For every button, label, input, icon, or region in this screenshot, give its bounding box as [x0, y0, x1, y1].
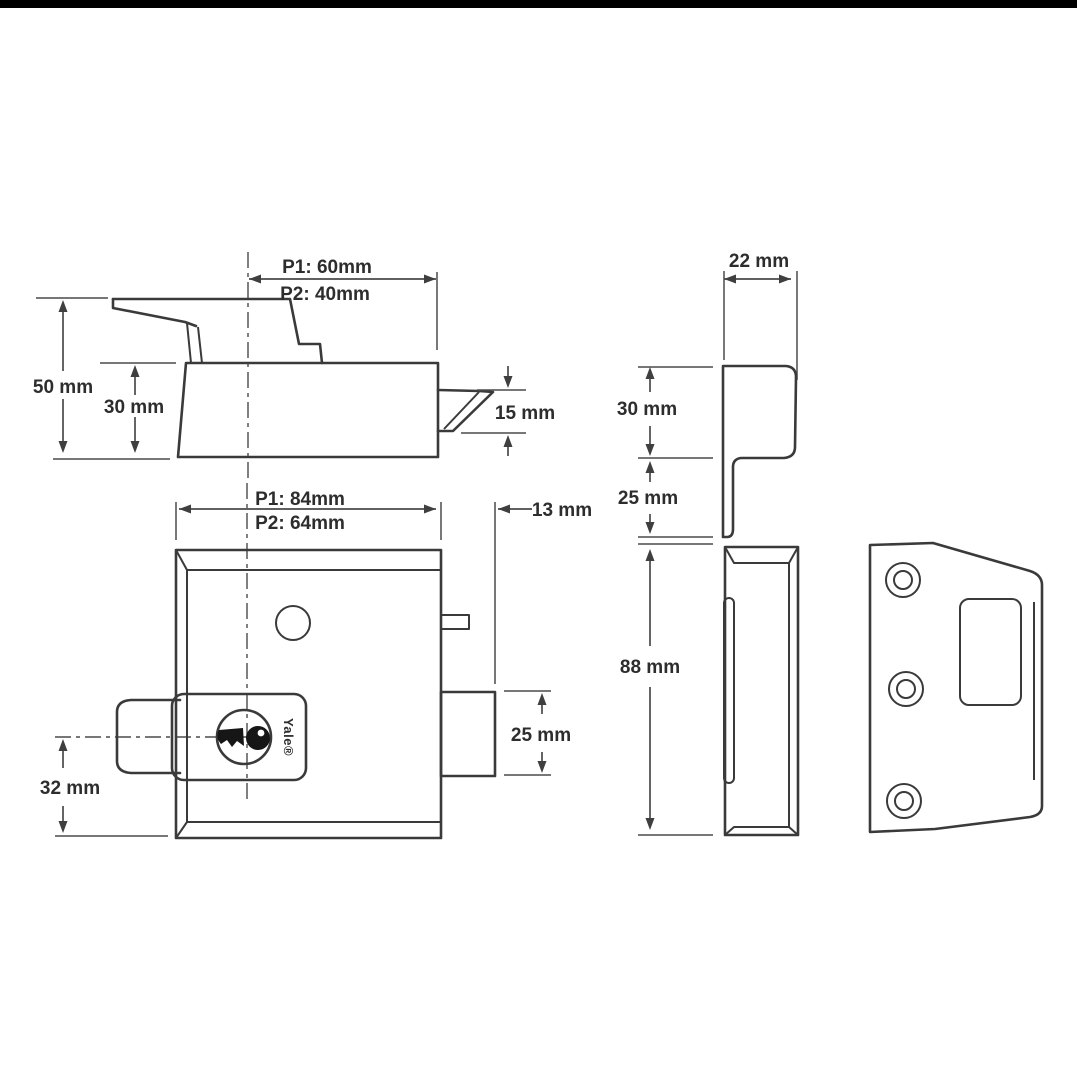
label-depth: 22 mm	[729, 251, 789, 272]
label-overall-height: 50 mm	[33, 377, 93, 398]
arrowhead-down	[503, 376, 513, 388]
yale-logo-text: Yale®	[281, 718, 296, 756]
arrowhead-down	[58, 441, 68, 453]
front-view: Yale® P1: 84mm P2: 64mm 13 mm 25 mm 32 m…	[40, 483, 592, 840]
cylinder-face	[215, 708, 273, 766]
front-case-bevel-bottom	[175, 821, 441, 839]
screw-hole-inner	[896, 679, 916, 699]
arrowhead-right	[779, 274, 791, 284]
arrowhead-left	[498, 504, 510, 514]
arrowhead-down	[130, 441, 140, 453]
top-view-housing-outline	[111, 297, 324, 365]
case-side-tab	[440, 614, 470, 630]
spindle-hole	[275, 605, 311, 641]
arrowhead-up	[537, 693, 547, 705]
label-door-edge-offset: 13 mm	[532, 500, 592, 521]
latch-tongue-outline	[436, 388, 495, 433]
strike-plate-view	[868, 541, 1044, 834]
screw-hole-outer	[886, 783, 922, 819]
side-view: 22 mm 30 mm 25 mm 88 mm	[617, 251, 800, 837]
arrowhead-right	[424, 504, 436, 514]
side-bracket-profile	[721, 364, 798, 539]
lever-arm-underside	[111, 297, 198, 328]
cylinder-rim-plate	[170, 692, 308, 782]
screw-hole-inner	[893, 570, 913, 590]
side-case-bevel-top	[724, 546, 799, 564]
screw-hole-outer	[888, 671, 924, 707]
label-width-p1: P1: 84mm	[255, 489, 345, 510]
arrowhead-up	[58, 300, 68, 312]
label-mid-section: 25 mm	[618, 488, 678, 509]
latch-bolt	[439, 690, 497, 778]
screw-hole	[885, 562, 921, 598]
label-top-section: 30 mm	[617, 399, 677, 420]
top-letterbox-bar	[0, 0, 1077, 8]
key-silhouette-shaft	[217, 728, 244, 747]
label-projection-p1: P1: 60mm	[282, 257, 372, 278]
lever-neck-line-left	[186, 322, 192, 364]
arrowhead-up	[58, 739, 68, 751]
key-silhouette-head	[246, 726, 270, 750]
arrowhead-down	[58, 821, 68, 833]
screw-hole	[886, 783, 922, 819]
key-head-hole	[257, 729, 265, 737]
strike-plate-outline	[868, 541, 1044, 834]
top-view-case-outline	[176, 361, 440, 459]
arrowhead-up	[130, 365, 140, 377]
top-view: P1: 60mm P2: 40mm 50 mm 30 mm 15 mm	[33, 252, 555, 478]
screw-hole-outer	[885, 562, 921, 598]
strike-plate-cutout	[959, 598, 1022, 706]
latch-tongue-bevel-line	[443, 391, 480, 430]
label-latch-depth: 15 mm	[495, 403, 555, 424]
arrowhead-left	[249, 274, 261, 284]
arrowhead-down	[645, 522, 655, 534]
label-case-length: 88 mm	[620, 657, 680, 678]
side-forend-strip	[723, 597, 735, 784]
arrowhead-right	[424, 274, 436, 284]
screw-hole	[888, 671, 924, 707]
screw-hole-inner	[894, 791, 914, 811]
arrowhead-up	[645, 461, 655, 473]
cylinder-barrel	[115, 698, 182, 775]
arrowhead-up	[645, 549, 655, 561]
arrowhead-down	[537, 761, 547, 773]
label-cylinder-offset: 32 mm	[40, 778, 100, 799]
label-case-height: 30 mm	[104, 397, 164, 418]
arrowhead-up	[503, 435, 513, 447]
lever-neck-line-right	[197, 326, 203, 364]
label-latch-height: 25 mm	[511, 725, 571, 746]
label-projection-p2: P2: 40mm	[280, 284, 370, 305]
label-width-p2: P2: 64mm	[255, 513, 345, 534]
side-case-bevel-bottom	[724, 826, 799, 836]
arrowhead-left	[179, 504, 191, 514]
arrowhead-up	[645, 367, 655, 379]
arrowhead-down	[645, 444, 655, 456]
arrowhead-left	[724, 274, 736, 284]
arrowhead-down	[645, 818, 655, 830]
